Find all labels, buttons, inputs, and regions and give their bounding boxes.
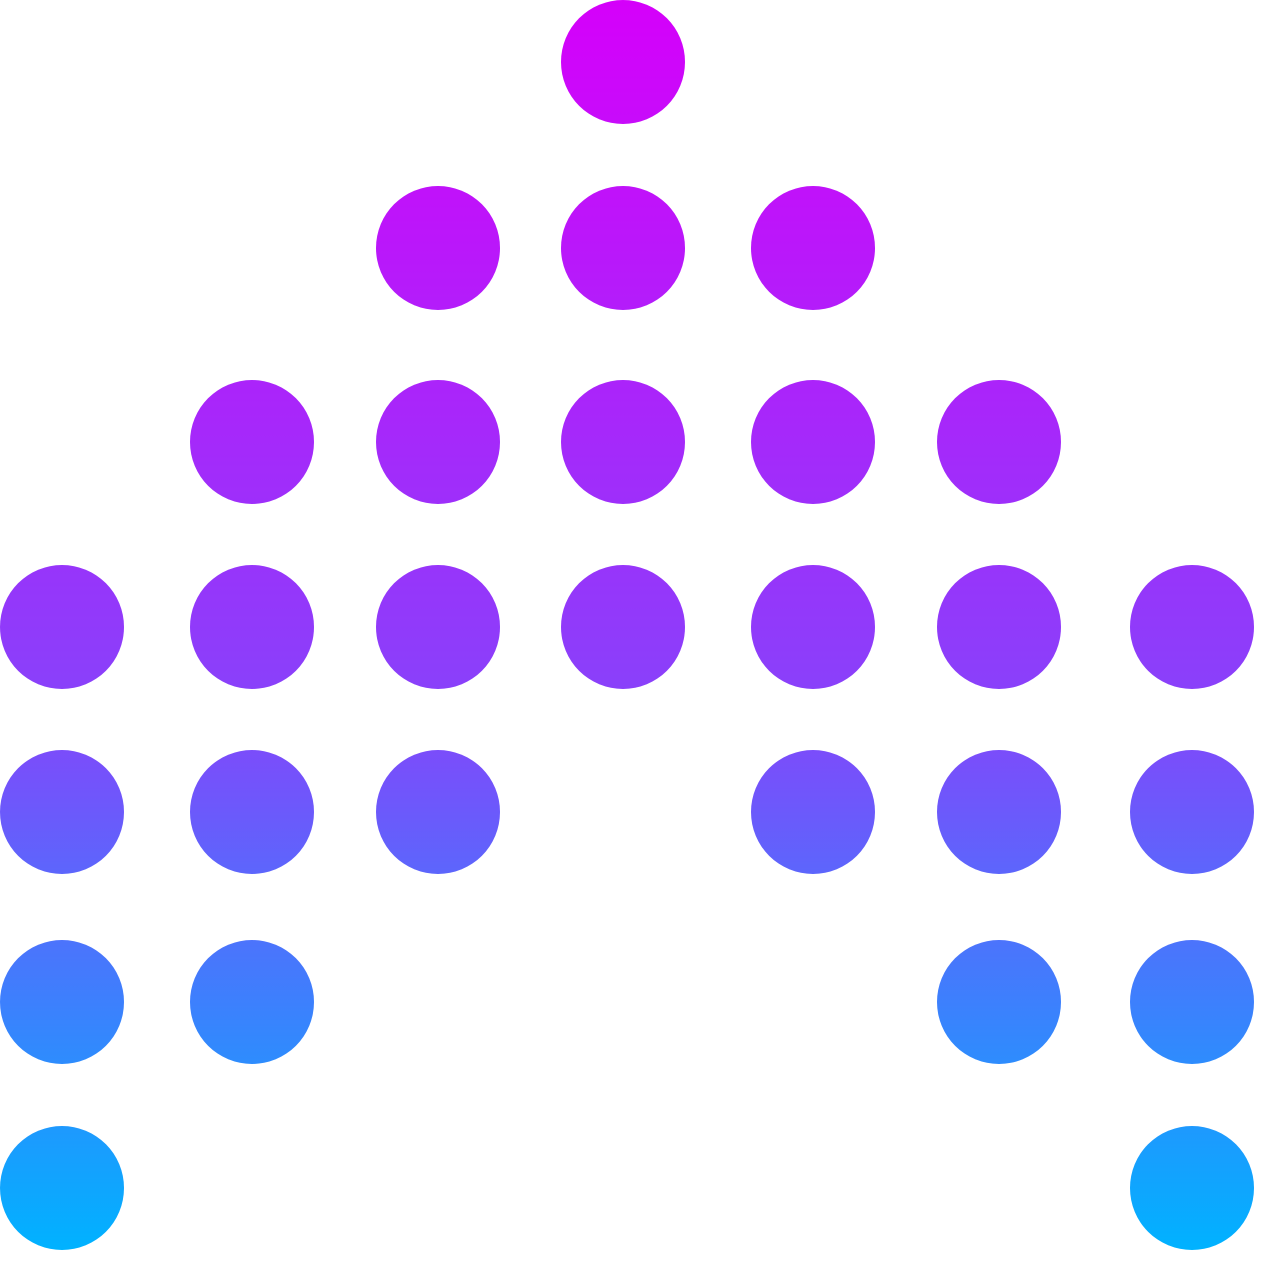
logo-dot-r5-c1 <box>0 750 124 874</box>
logo-dot-r5-c3 <box>376 750 500 874</box>
logo-dot-r5-c7 <box>1130 750 1254 874</box>
logo-dot-r7-c7 <box>1130 1126 1254 1250</box>
logo-dot-r4-c4 <box>561 565 685 689</box>
logo-dot-r3-c2 <box>190 380 314 504</box>
logo-dot-r5-c2 <box>190 750 314 874</box>
logo-dot-r3-c3 <box>376 380 500 504</box>
logo-dot-r4-c5 <box>751 565 875 689</box>
logo-dot-r3-c5 <box>751 380 875 504</box>
logo-dot-r4-c1 <box>0 565 124 689</box>
logo-dot-r4-c2 <box>190 565 314 689</box>
logo-dot-r6-c6 <box>937 940 1061 1064</box>
logo-dot-r5-c5 <box>751 750 875 874</box>
logo-dot-r5-c6 <box>937 750 1061 874</box>
logo-dot-r1-c4 <box>561 0 685 124</box>
logo-dot-r3-c6 <box>937 380 1061 504</box>
logo-dot-r4-c7 <box>1130 565 1254 689</box>
logo-dot-r4-c3 <box>376 565 500 689</box>
logo-dot-r4-c6 <box>937 565 1061 689</box>
logo-dot-r2-c5 <box>751 186 875 310</box>
logo-dot-r2-c3 <box>376 186 500 310</box>
logo-dot-r6-c1 <box>0 940 124 1064</box>
logo-dot-r6-c7 <box>1130 940 1254 1064</box>
logo-dot-group <box>0 0 1254 1250</box>
logo-dot-r7-c1 <box>0 1126 124 1250</box>
logo-dot-r3-c4 <box>561 380 685 504</box>
logo-dot-r6-c2 <box>190 940 314 1064</box>
logo-dot-r2-c4 <box>561 186 685 310</box>
